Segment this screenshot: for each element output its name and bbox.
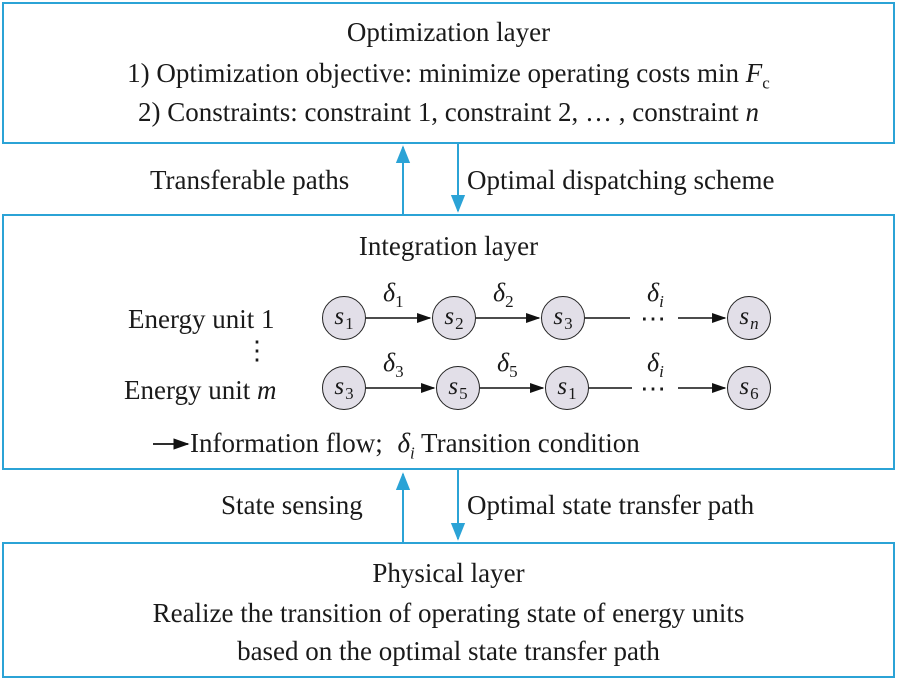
integration-layer-box: Integration layer: [2, 214, 895, 470]
state-node: s2: [432, 296, 476, 340]
state-node: sn: [727, 296, 771, 340]
state-node: s6: [727, 366, 771, 410]
horizontal-ellipsis: ⋯: [640, 374, 666, 403]
transition-condition-label: δ2: [493, 278, 514, 311]
state-node: s3: [322, 366, 366, 410]
optimal-state-transfer-label: Optimal state transfer path: [467, 490, 755, 520]
energy-unit-1-label: Energy unit 1: [128, 304, 275, 334]
transition-condition-label: δi: [647, 278, 664, 311]
state-sensing-label: State sensing: [221, 490, 363, 520]
integration-layer-title: Integration layer: [358, 231, 539, 261]
state-node: s5: [436, 366, 480, 410]
transition-condition-label: δ5: [497, 348, 518, 381]
horizontal-ellipsis: ⋯: [640, 304, 666, 333]
transition-condition-label: δ1: [383, 278, 404, 311]
physical-layer-line2: based on the optimal state transfer path: [237, 636, 660, 666]
optimization-layer-title: Optimization layer: [346, 17, 551, 47]
physical-layer-box: Physical layer Realize the transition of…: [2, 542, 895, 678]
optimal-dispatching-label: Optimal dispatching scheme: [467, 165, 775, 195]
transferable-paths-label: Transferable paths: [150, 165, 350, 195]
transition-condition-label: δ3: [383, 348, 404, 381]
legend-flow-text: Information flow;: [190, 428, 383, 458]
optimization-objective: 1) Optimization objective: minimize oper…: [127, 58, 770, 93]
legend: Information flow; δi Transition conditio…: [190, 428, 640, 463]
physical-layer-title: Physical layer: [372, 558, 525, 588]
state-node: s1: [545, 366, 589, 410]
energy-unit-m-label: Energy unit m: [124, 375, 277, 405]
state-node: s3: [541, 296, 585, 340]
state-node: s1: [322, 296, 366, 340]
vertical-ellipsis: ⋮: [244, 336, 270, 365]
legend-condition-text: Transition condition: [421, 428, 640, 458]
optimization-constraints: 2) Constraints: constraint 1, constraint…: [138, 97, 759, 127]
physical-layer-line1: Realize the transition of operating stat…: [152, 598, 745, 628]
legend-delta-symbol: δi: [397, 428, 415, 463]
transition-condition-label: δi: [647, 348, 664, 381]
optimization-layer-box: Optimization layer 1) Optimization objec…: [2, 2, 895, 144]
